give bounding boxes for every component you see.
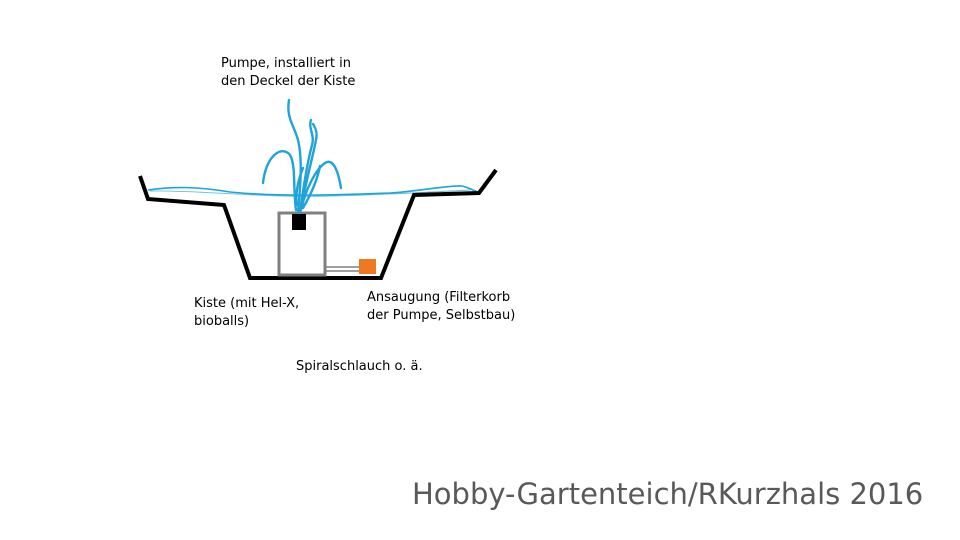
fountain-jets [261, 98, 343, 214]
box-label-line-2: bioballs) [194, 314, 250, 329]
pump-label-line-2: den Deckel der Kiste [221, 74, 356, 89]
pond-outline [138, 168, 498, 280]
pump-label: Pumpe, installiert in den Deckel der Kis… [221, 55, 355, 91]
pump [292, 214, 306, 230]
hose-label-text: Spiralschlauch o. ä. [296, 359, 423, 374]
hose-label: Spiralschlauch o. ä. [296, 358, 423, 376]
watermark: Hobby-Gartenteich/RKurzhals 2016 [412, 477, 924, 511]
water-surface-line-2 [149, 189, 471, 197]
intake-label-line-1: Ansaugung (Filterkorb [367, 290, 511, 305]
intake-label-line-2: der Pumpe, Selbstbau) [367, 308, 516, 323]
box-label: Kiste (mit Hel-X, bioballs) [194, 295, 299, 331]
intake-filter-basket [359, 259, 376, 274]
intake-label: Ansaugung (Filterkorb der Pumpe, Selbstb… [367, 289, 515, 325]
box-label-line-1: Kiste (mit Hel-X, [194, 296, 300, 311]
pump-label-line-1: Pumpe, installiert in [221, 56, 351, 71]
water-surface-line [147, 185, 479, 196]
filter-box [277, 211, 327, 277]
